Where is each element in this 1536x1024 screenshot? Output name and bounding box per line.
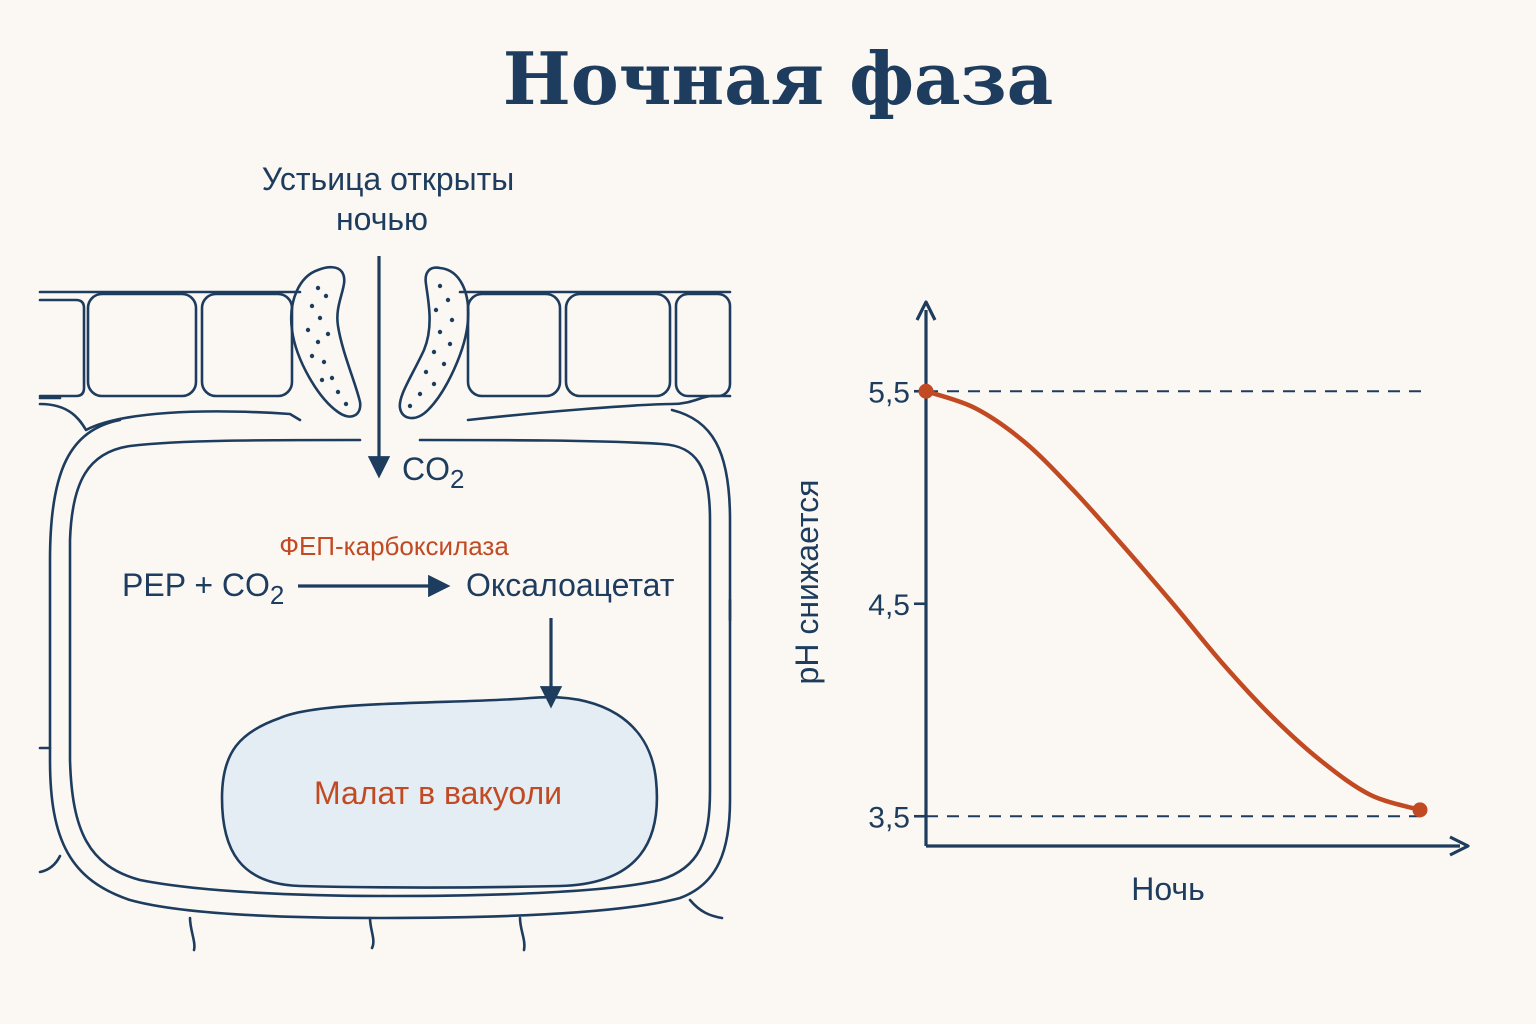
cell-wall xyxy=(38,394,732,952)
epidermis-layer xyxy=(38,290,732,400)
ph-curve xyxy=(923,389,1423,813)
curve-endpoint-0 xyxy=(918,383,934,399)
guard-cell-left xyxy=(289,265,362,418)
leaf-cell-diagram xyxy=(38,265,732,952)
stomata-label-line1: Устьица открыты xyxy=(262,161,515,197)
page-title: Ночная фаза xyxy=(503,36,1054,121)
product-label: Оксалоацетат xyxy=(466,567,675,603)
y-axis-arrowhead xyxy=(915,300,937,321)
y-tick-label-1: 4,5 xyxy=(868,589,910,622)
y-axis-label: pH снижается xyxy=(789,480,825,685)
guard-cell-dots xyxy=(305,283,455,409)
x-axis-label: Ночь xyxy=(1131,871,1205,907)
curve-endpoint-1 xyxy=(1412,802,1428,818)
co2-label: CO2 xyxy=(402,451,464,494)
y-tick-label-2: 5,5 xyxy=(868,376,910,409)
vacuole-label: Малат в вакуоли xyxy=(314,775,562,811)
stomata-label-line2: ночью xyxy=(336,201,428,237)
x-axis-arrowhead xyxy=(1449,835,1470,857)
guard-cell-right xyxy=(398,266,470,420)
enzyme-label: ФЕП-карбоксилаза xyxy=(279,531,509,561)
y-tick-label-0: 3,5 xyxy=(868,801,910,834)
reactant-label: PEP + CO2 xyxy=(122,567,284,610)
vacuole xyxy=(220,695,659,889)
